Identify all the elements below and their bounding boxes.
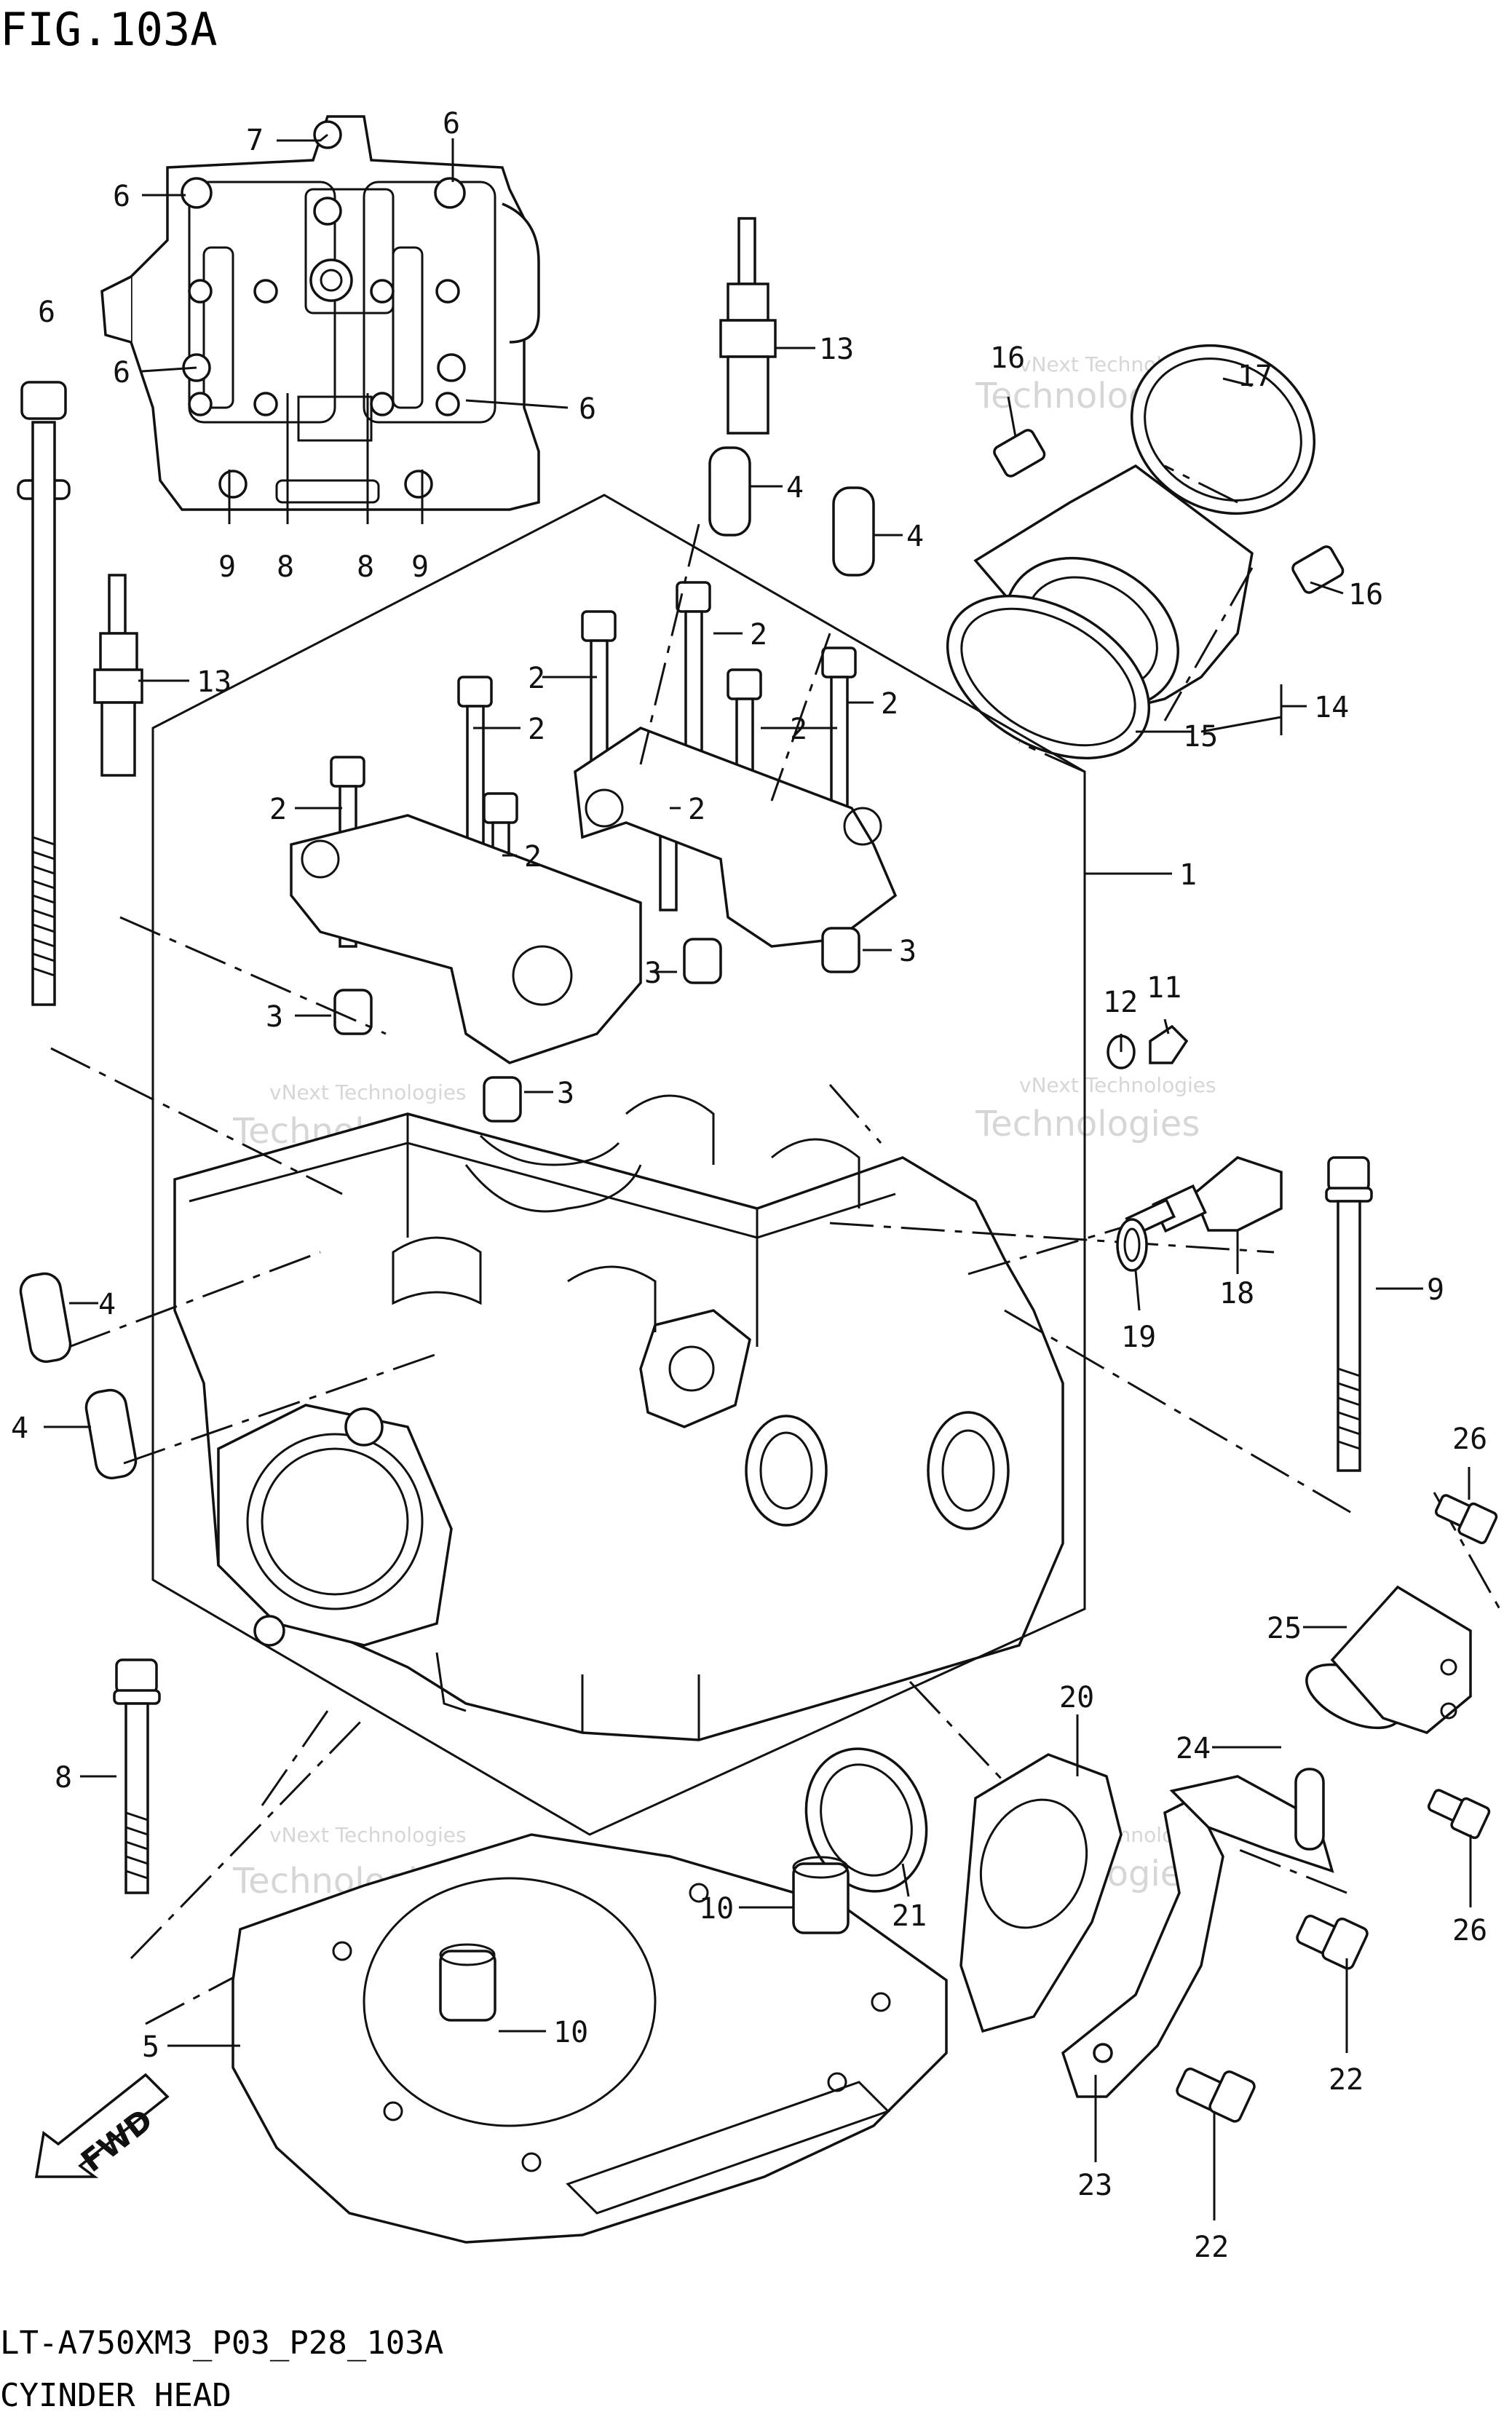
callout-4: 4 <box>11 1412 28 1445</box>
callout-2: 2 <box>688 793 705 826</box>
callout-labels: 7 6 6 6 6 6 9 8 8 9 13 4 4 16 17 16 14 1… <box>11 107 1487 2264</box>
callout-10: 10 <box>699 1892 734 1926</box>
callout-24: 24 <box>1176 1732 1211 1765</box>
callout-2: 2 <box>528 713 545 746</box>
callout-6: 6 <box>113 180 130 213</box>
callout-19: 19 <box>1121 1321 1156 1354</box>
callout-13: 13 <box>197 665 231 699</box>
cylinder-head <box>173 1094 1064 1741</box>
callout-4: 4 <box>98 1288 116 1321</box>
callout-7: 7 <box>246 124 264 157</box>
callout-11: 11 <box>1147 971 1182 1005</box>
callout-25: 25 <box>1267 1612 1302 1645</box>
callout-9: 9 <box>218 550 236 584</box>
diagram-name: CYINDER HEAD <box>0 2377 231 2414</box>
callout-8: 8 <box>55 1761 72 1795</box>
callout-26: 26 <box>1452 1914 1487 1947</box>
dowel-pins <box>19 446 875 1480</box>
leader-lines <box>44 133 1472 2220</box>
head-bolt-left <box>113 1658 161 1894</box>
intake-pipe-assembly <box>946 344 1345 760</box>
watermark-text: vNext Technologies <box>269 1080 467 1104</box>
callout-15: 15 <box>1183 720 1218 753</box>
camshaft-holders <box>290 727 898 1064</box>
callout-16: 16 <box>1348 578 1383 612</box>
phantom-outline <box>50 464 1501 2025</box>
callout-8: 8 <box>357 550 374 584</box>
thermostat-assembly <box>804 1494 1498 2123</box>
callout-9: 9 <box>411 550 429 584</box>
callout-8: 8 <box>277 550 294 584</box>
callout-10: 10 <box>553 2016 588 2049</box>
callout-6: 6 <box>113 356 130 389</box>
callout-4: 4 <box>786 471 804 505</box>
temp-sensor <box>1107 1024 1283 1272</box>
callout-22: 22 <box>1194 2231 1229 2264</box>
callout-3: 3 <box>644 957 662 990</box>
callout-13: 13 <box>819 333 854 366</box>
callout-2: 2 <box>750 618 767 652</box>
head-top-view-inset <box>100 115 540 511</box>
callout-17: 17 <box>1238 360 1272 393</box>
callout-21: 21 <box>892 1899 927 1933</box>
callout-23: 23 <box>1077 2169 1112 2202</box>
callout-3: 3 <box>557 1077 574 1110</box>
callout-6: 6 <box>38 296 55 329</box>
callout-2: 2 <box>790 713 807 746</box>
callout-3: 3 <box>266 1000 283 1034</box>
callout-9: 9 <box>1427 1273 1444 1307</box>
callout-2: 2 <box>528 662 545 695</box>
callout-22: 22 <box>1329 2063 1363 2097</box>
callout-4: 4 <box>906 520 924 553</box>
callout-26: 26 <box>1452 1423 1487 1456</box>
watermark-text: vNext Technologies <box>1019 1073 1216 1097</box>
spark-plug-right <box>719 217 777 435</box>
callout-12: 12 <box>1103 986 1138 1019</box>
fwd-arrow-icon: FWD <box>34 2073 170 2179</box>
callout-14: 14 <box>1314 691 1349 724</box>
callout-5: 5 <box>142 2030 159 2064</box>
stud-bolt-left <box>17 381 71 1006</box>
callout-1: 1 <box>1179 858 1197 892</box>
callout-16: 16 <box>990 341 1025 375</box>
spark-plug-left <box>93 574 143 777</box>
head-bolt-right <box>1325 1156 1373 1472</box>
figure-title: FIG.103A <box>0 3 218 56</box>
callout-6: 6 <box>443 107 460 141</box>
callout-2: 2 <box>269 793 287 826</box>
small-dowels <box>333 927 860 1123</box>
head-gasket <box>231 1833 948 2244</box>
watermark-text: vNext Technologies <box>269 1823 467 1847</box>
diagram-code: LT-A750XM3_P03_P28_103A <box>0 2325 443 2362</box>
callout-3: 3 <box>899 935 917 968</box>
callout-2: 2 <box>881 687 898 721</box>
callout-6: 6 <box>579 392 596 426</box>
callout-18: 18 <box>1219 1277 1254 1310</box>
callout-2: 2 <box>524 840 542 874</box>
watermark-text: Technologies <box>975 1104 1200 1144</box>
callout-20: 20 <box>1059 1681 1094 1714</box>
